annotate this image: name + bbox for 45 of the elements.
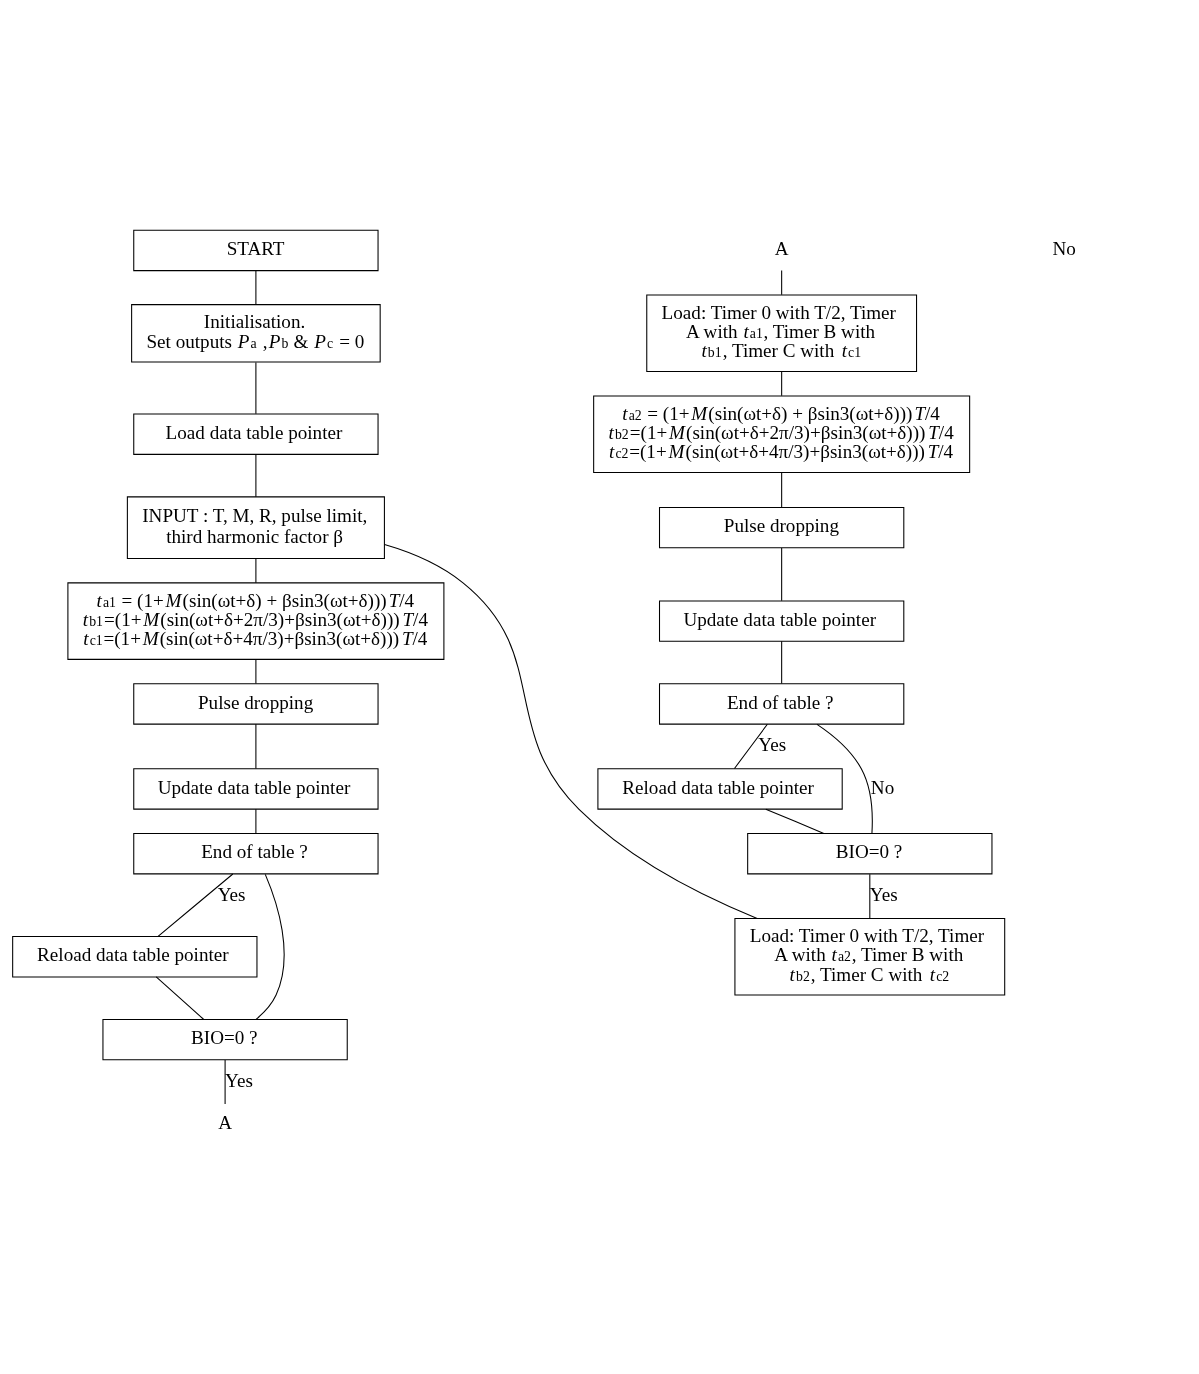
node-box: Update data table pointer — [659, 599, 905, 642]
edge-label: Yes — [869, 883, 898, 905]
connector — [781, 640, 783, 684]
connector — [733, 723, 768, 769]
node-box: START — [133, 229, 379, 271]
edge-label: No — [870, 776, 895, 798]
node-box: ta1 = (1+M(sin(ωt+δ) + βsin3(ωt+δ)))T/4 tb1=(1+M(sin(ωt+δ+2π/3)+βsin3(ωt+δ)))T/4 tc1=(1+M(sin(ωt+δ+4π/3)+βsin3(ωt+δ)))T/4 — [67, 581, 445, 660]
connector — [224, 1058, 226, 1105]
node-box: Update data table pointer — [133, 767, 379, 810]
node-box: BIO=0 ? — [747, 832, 993, 874]
node-text: A — [774, 237, 789, 259]
node-box: End of table ? — [659, 682, 905, 725]
node-box: Pulse dropping — [659, 506, 905, 548]
connector — [869, 873, 871, 919]
node-box: Load: Timer 0 with T/2, Timer A with ta2, Timer B with tb2, Timer C with tc2 — [734, 917, 1006, 995]
node-box: Load data table pointer — [133, 412, 379, 455]
connector — [384, 543, 758, 919]
connector — [781, 547, 783, 601]
connector — [781, 370, 783, 396]
connector — [816, 723, 873, 834]
node-text: A — [218, 1111, 232, 1133]
connector — [255, 557, 257, 583]
connector — [155, 975, 205, 1020]
node-box: Reload data table pointer — [597, 767, 843, 810]
connector — [157, 872, 234, 937]
connector — [255, 361, 257, 414]
connector — [255, 658, 257, 684]
connector — [255, 808, 257, 834]
connector — [255, 873, 285, 1020]
node-box: Load: Timer 0 with T/2, Timer A with ta1, Timer B with tb1, Timer C with tc1 — [646, 294, 918, 372]
connector — [781, 269, 783, 295]
node-box: Pulse dropping — [133, 682, 379, 725]
edge-label: Yes — [758, 733, 787, 755]
connector — [255, 453, 257, 497]
connector — [781, 471, 783, 508]
node-box: ta2 = (1+M(sin(ωt+δ) + βsin3(ωt+δ)))T/4 tb2=(1+M(sin(ωt+δ+2π/3)+βsin3(ωt+δ)))T/4 tc2=(1+M(sin(ωt+δ+4π/3)+βsin3(ωt+δ)))T/4 — [593, 394, 971, 473]
node-box: BIO=0 ? — [102, 1018, 348, 1060]
edge-label: Yes — [217, 883, 246, 905]
node-box: Reload data table pointer — [12, 935, 258, 977]
connector — [255, 269, 257, 305]
node-box: End of table ? — [133, 832, 379, 874]
label: No — [1052, 237, 1076, 259]
connector — [255, 723, 257, 769]
node-box: Initialisation. Set outputs Pa ,Pb & Pc = 0 — [131, 303, 381, 362]
node-box: INPUT : T, M, R, pulse limit, third harmonic factor β — [126, 495, 385, 559]
